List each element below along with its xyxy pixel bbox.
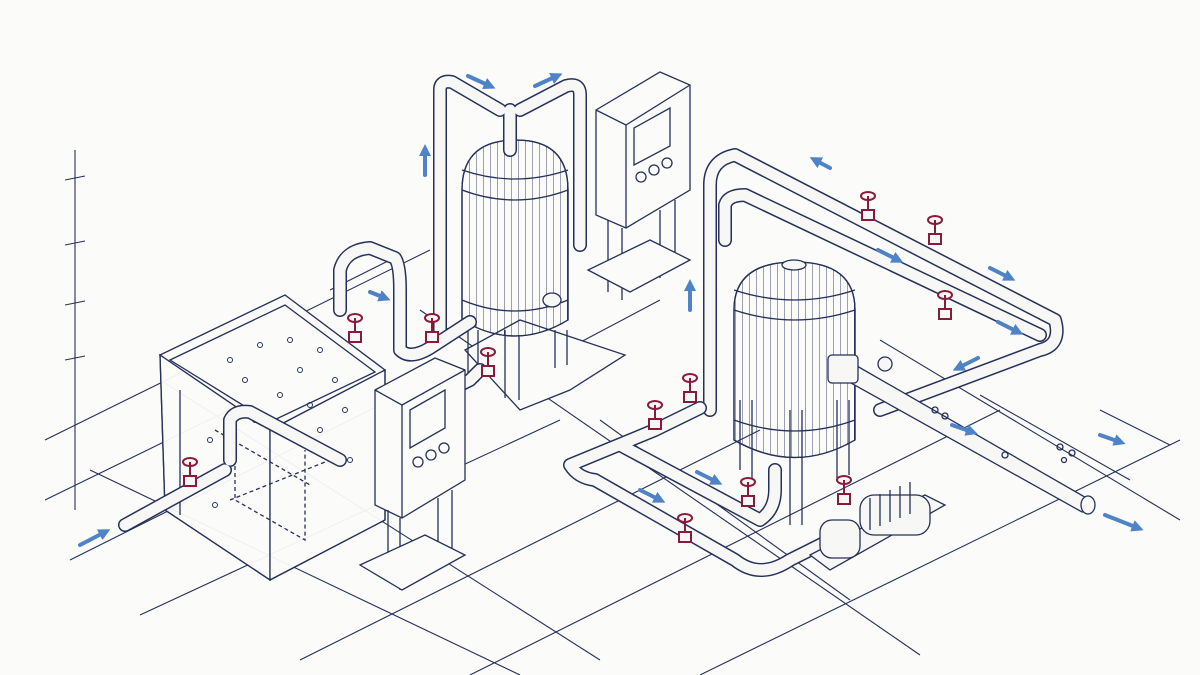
control-panel-back bbox=[586, 71, 692, 300]
flow-arrow-3 bbox=[466, 74, 496, 89]
centrifugal-pump bbox=[808, 482, 947, 571]
valve-12 bbox=[347, 313, 363, 343]
pressure-vessel-2 bbox=[733, 259, 856, 525]
vessel-1-port bbox=[542, 292, 562, 308]
valve-11 bbox=[677, 513, 693, 543]
flow-arrow-14 bbox=[1103, 513, 1144, 532]
tank-piping bbox=[118, 241, 487, 532]
tank-bubbles bbox=[207, 337, 353, 508]
flow-arrow-6 bbox=[809, 157, 832, 170]
vessel-2-top-port bbox=[781, 259, 807, 271]
valve-9 bbox=[740, 477, 756, 507]
valve-8 bbox=[937, 290, 953, 320]
flow-arrow-9 bbox=[996, 320, 1024, 335]
valve-3 bbox=[480, 347, 496, 377]
flow-arrow-13 bbox=[638, 488, 666, 503]
vessel-1-top-piping bbox=[433, 74, 587, 337]
right-upper-piping bbox=[703, 148, 1064, 417]
control-panel-front bbox=[358, 357, 467, 591]
outlet-flange bbox=[827, 354, 859, 384]
flow-arrow-12 bbox=[695, 470, 723, 485]
valve-7 bbox=[927, 215, 943, 245]
valve-10 bbox=[836, 475, 852, 505]
flow-arrow-15 bbox=[950, 423, 978, 436]
flow-arrow-8 bbox=[988, 266, 1016, 281]
panel-front-screen bbox=[409, 388, 446, 450]
valve-6 bbox=[860, 191, 876, 221]
valve-5 bbox=[682, 373, 698, 403]
flow-arrow-4 bbox=[533, 73, 563, 88]
valve-group bbox=[182, 191, 953, 543]
flow-arrow-16 bbox=[1098, 433, 1126, 446]
pressure-gauge bbox=[877, 356, 893, 372]
flow-arrow-10 bbox=[952, 356, 980, 371]
valve-4 bbox=[647, 400, 663, 430]
pressure-vessel-1 bbox=[461, 139, 627, 411]
outlet-pipe bbox=[827, 354, 1096, 515]
flow-arrow-group bbox=[78, 73, 1144, 547]
flow-arrow-5 bbox=[368, 290, 391, 302]
flow-arrow-1 bbox=[78, 529, 111, 547]
panel-back-screen bbox=[633, 106, 671, 167]
valve-2 bbox=[424, 313, 440, 343]
flow-arrow-7 bbox=[876, 248, 904, 263]
valve-1 bbox=[182, 457, 198, 487]
